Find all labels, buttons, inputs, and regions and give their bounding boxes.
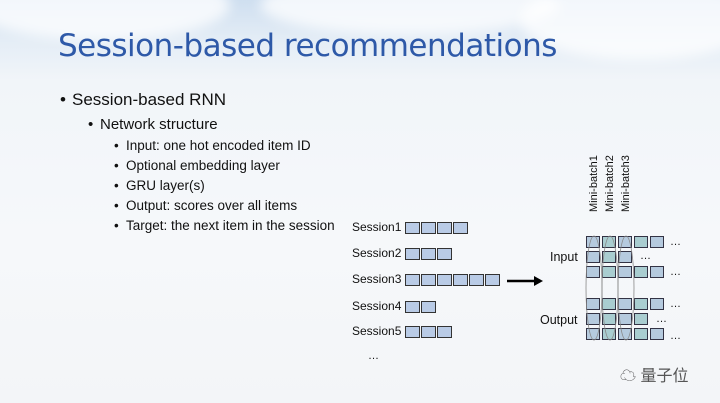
watermark-text: 量子位 (640, 368, 689, 385)
row-ellipsis: … (656, 313, 667, 325)
bullet-level3: • Output: scores over all items (114, 198, 298, 213)
session-item-box (485, 274, 500, 286)
output-cell (650, 328, 664, 340)
bullet-level3: • Target: the next item in the session (114, 218, 335, 233)
bullet-text: Optional embedding layer (126, 158, 280, 173)
input-label: Input (550, 250, 578, 264)
bullet-text: Input: one hot encoded item ID (126, 138, 311, 153)
output-cell (602, 313, 616, 325)
session-item-box (421, 326, 436, 338)
bullet-level3: • Input: one hot encoded item ID (114, 138, 311, 153)
bullet-dot-icon: • (114, 178, 119, 193)
bullet-level3: • GRU layer(s) (114, 178, 205, 193)
session-label: Session1 (352, 220, 402, 234)
output-cell (650, 298, 664, 310)
sessions-ellipsis: … (368, 350, 379, 362)
input-cell (634, 266, 648, 278)
session-item-box (421, 222, 436, 234)
row-ellipsis: … (670, 236, 681, 248)
bullet-text: Output: scores over all items (126, 198, 298, 213)
output-cell (634, 298, 648, 310)
session-item-box (421, 274, 436, 286)
session-item-box (453, 274, 468, 286)
session-item-box (405, 326, 420, 338)
session-item-box (437, 326, 452, 338)
session-item-box (437, 222, 452, 234)
bullet-dot-icon: • (60, 90, 66, 109)
output-label: Output (540, 313, 578, 327)
input-cell (586, 251, 600, 263)
session-label: Session3 (352, 272, 402, 286)
session-item-box (437, 248, 452, 260)
bullet-dot-icon: • (114, 138, 119, 153)
output-cell (634, 328, 648, 340)
session-item-box (405, 274, 420, 286)
output-cell (586, 313, 600, 325)
session-item-box (453, 222, 468, 234)
output-cell (634, 313, 648, 325)
row-ellipsis: … (670, 330, 681, 342)
slide-title: Session-based recommendations (58, 28, 557, 64)
bullet-text: Target: the next item in the session (126, 218, 335, 233)
input-cell (618, 251, 632, 263)
bullet-dot-icon: • (114, 158, 119, 173)
row-ellipsis: … (670, 266, 681, 278)
bullet-dot-icon: • (114, 218, 119, 233)
session-label: Session5 (352, 324, 402, 338)
bullet-text: GRU layer(s) (126, 178, 205, 193)
session-label: Session4 (352, 299, 402, 313)
session-item-box (405, 222, 420, 234)
bullet-text: Session-based RNN (72, 90, 227, 109)
bullet-text: Network structure (100, 116, 218, 133)
input-cell (650, 236, 664, 248)
session-item-box (405, 248, 420, 260)
bullet-dot-icon: • (88, 116, 94, 133)
session-item-box (421, 248, 436, 260)
input-cell (602, 251, 616, 263)
session-item-box (421, 301, 436, 313)
output-cell (618, 313, 632, 325)
row-ellipsis: … (670, 298, 681, 310)
bullet-level3: • Optional embedding layer (114, 158, 280, 173)
input-cell (650, 266, 664, 278)
session-label: Session2 (352, 246, 402, 260)
session-item-box (437, 274, 452, 286)
input-cell (634, 236, 648, 248)
bullet-level2: • Network structure (88, 116, 218, 133)
watermark: ☁ 量子位 (620, 362, 688, 386)
row-ellipsis: … (640, 250, 651, 262)
session-item-box (469, 274, 484, 286)
wechat-icon: ☁ (620, 368, 637, 385)
bullet-level1: • Session-based RNN (60, 90, 227, 110)
bullet-dot-icon: • (114, 198, 119, 213)
session-item-box (405, 301, 420, 313)
